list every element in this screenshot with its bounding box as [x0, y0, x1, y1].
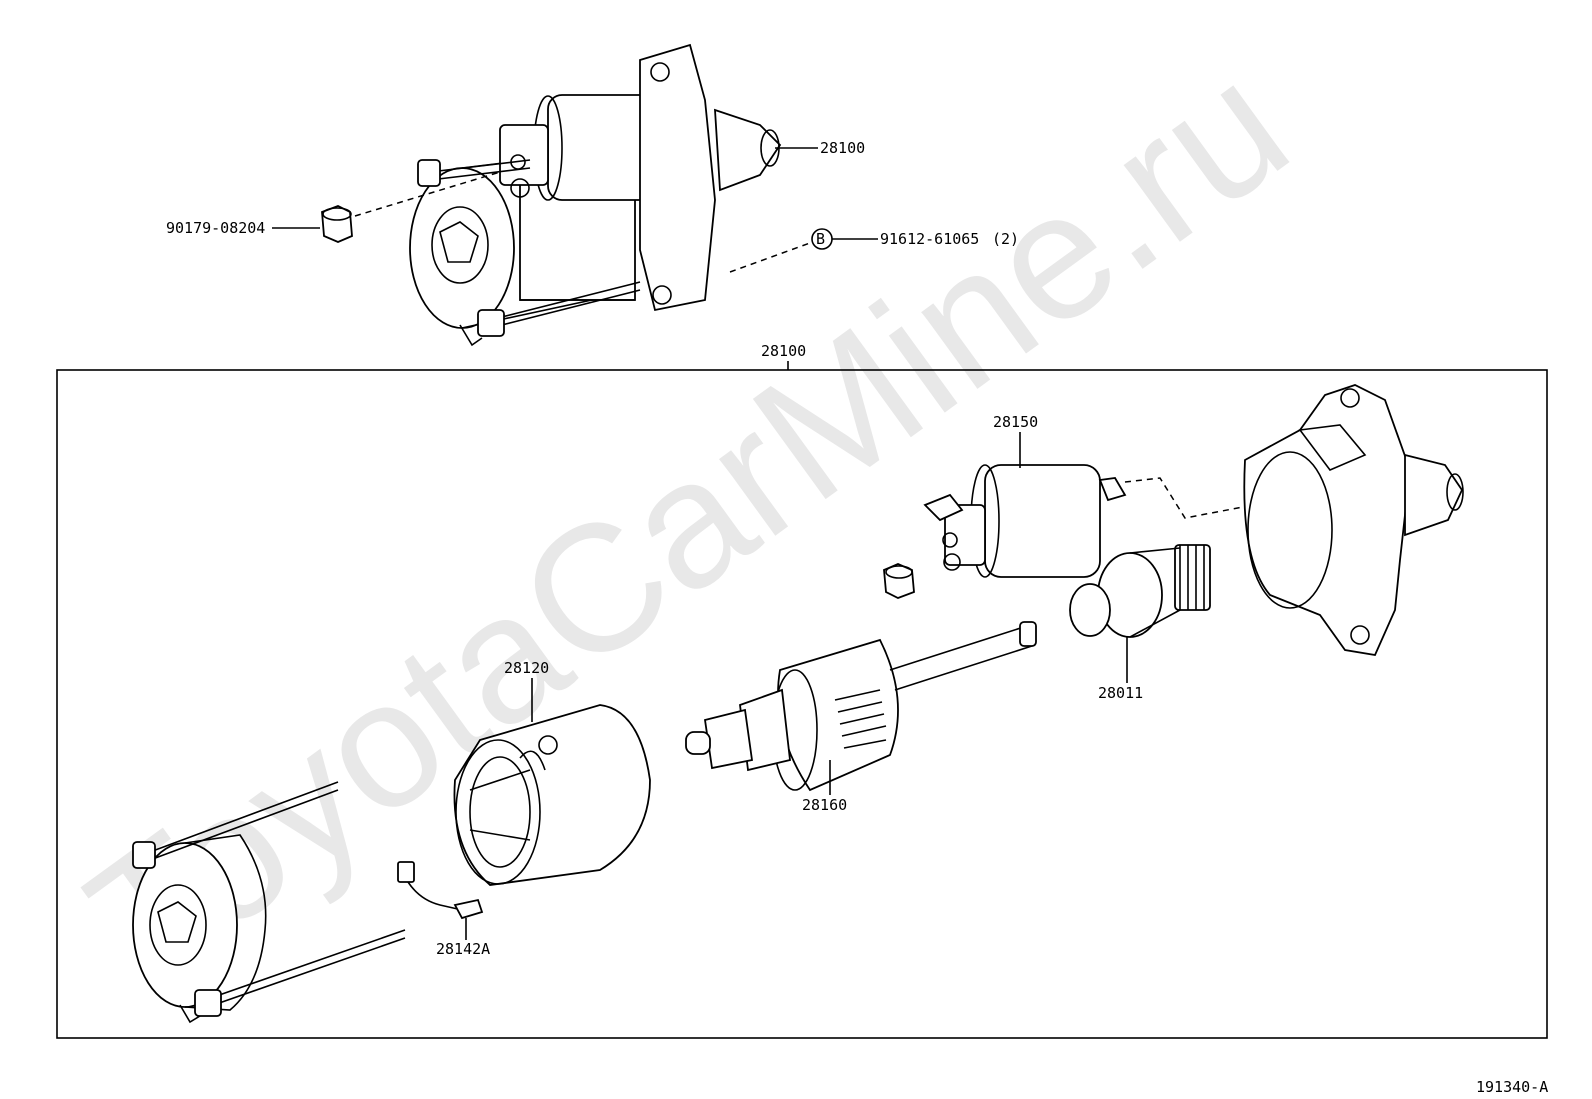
label-28100-top: 28100	[820, 139, 865, 157]
starter-assembly-illustration	[409, 43, 782, 347]
label-28100-assembly: 28100	[761, 342, 806, 360]
cap-exploded	[883, 563, 915, 599]
label-28150: 28150	[993, 413, 1038, 431]
drive-housing-part	[1243, 384, 1464, 657]
rear-cover-part	[132, 781, 406, 1024]
bolt-leader-dashed	[729, 242, 811, 273]
label-28120: 28120	[504, 659, 549, 677]
label-28011: 28011	[1098, 684, 1143, 702]
label-91612-61065: 91612-61065	[880, 230, 979, 248]
label-28142A: 28142A	[436, 940, 490, 958]
label-bolt-qty: (2)	[992, 230, 1019, 248]
cap-part	[321, 205, 353, 243]
cap-leader-dashed	[354, 171, 501, 217]
solenoid-to-housing-dashed	[1124, 477, 1281, 519]
label-90179-08204: 90179-08204	[166, 219, 265, 237]
label-28160: 28160	[802, 796, 847, 814]
solenoid-part	[923, 464, 1127, 578]
bolt-reference-letter: B	[816, 230, 825, 248]
exploded-view-frame	[56, 369, 1548, 1039]
brush-holder-part	[397, 861, 484, 920]
armature-part	[685, 621, 1037, 792]
yoke-part	[453, 704, 651, 886]
clutch-part	[1069, 544, 1211, 638]
figure-id: 191340-A	[1476, 1078, 1548, 1096]
